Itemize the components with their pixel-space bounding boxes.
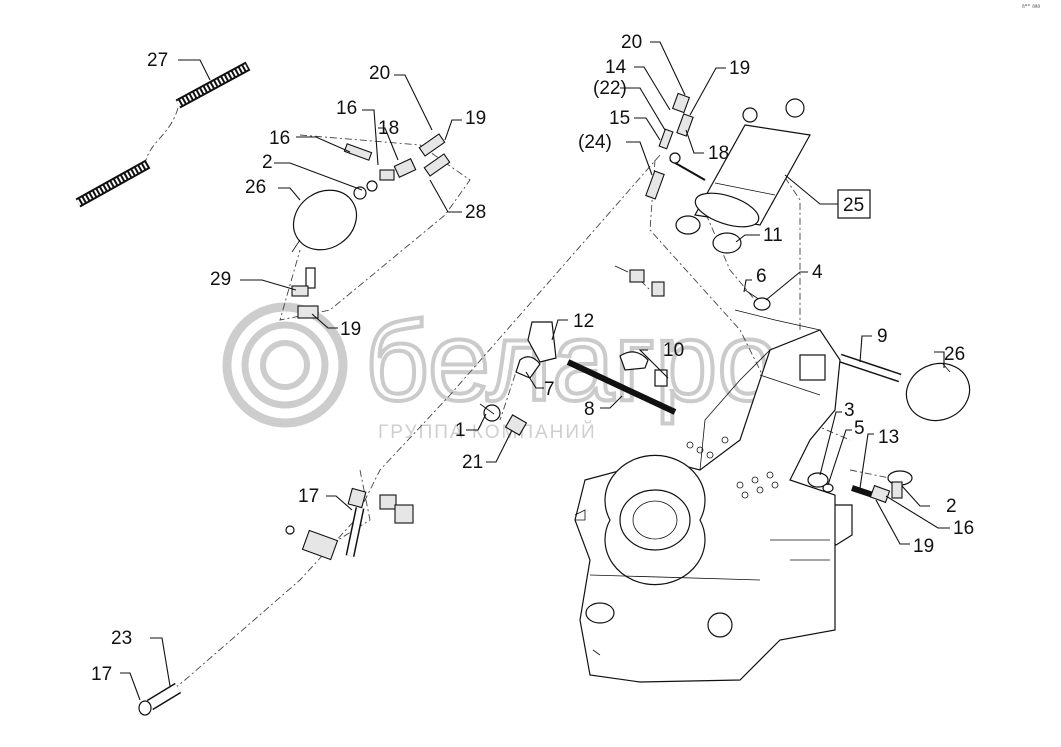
callout-25: 25 — [843, 195, 864, 216]
callout-2: 2 — [946, 496, 957, 517]
callout-20: 20 — [621, 32, 642, 53]
callout-16: 16 — [953, 518, 974, 539]
central-parts — [479, 265, 902, 436]
callout-8: 8 — [584, 399, 595, 420]
callout-15: 15 — [609, 108, 630, 129]
callout-17: 17 — [91, 664, 112, 685]
callout-18: 18 — [378, 118, 399, 139]
callout-29: 29 — [210, 269, 231, 290]
corner-mark: ᵃ°° ᵃᵃᵃ — [1022, 3, 1040, 11]
callout-19: 19 — [340, 319, 361, 340]
callout-11: 11 — [763, 225, 783, 246]
callout-26: 26 — [944, 344, 965, 365]
hitch-housing — [574, 309, 841, 683]
callout-25-box — [837, 189, 871, 219]
callout-17: 17 — [298, 486, 319, 507]
lower-left-parts — [138, 487, 414, 716]
callout-26: 26 — [245, 177, 266, 198]
housing-holes — [686, 436, 779, 499]
callout-1: 1 — [455, 420, 466, 441]
callout-20: 20 — [369, 63, 390, 84]
callout-19: 19 — [729, 58, 750, 79]
callout-27: 27 — [147, 50, 168, 71]
callout-24: (24) — [578, 132, 612, 153]
watermark: белагро ГРУППА КОМПАНИЙ — [222, 297, 782, 443]
callout-9: 9 — [877, 326, 888, 347]
callout-labels: 27 16 20 18 19 16 2 26 28 29 19 20 14 (2… — [91, 32, 974, 685]
threaded-rod-27 — [75, 61, 251, 208]
callout-3: 3 — [844, 400, 855, 421]
callout-19: 19 — [465, 108, 486, 129]
callout-6: 6 — [756, 266, 767, 287]
leader-lines — [120, 41, 950, 701]
callout-22: (22) — [593, 78, 627, 99]
callout-23: 23 — [111, 628, 132, 649]
callout-16: 16 — [269, 128, 290, 149]
callout-21: 21 — [462, 452, 483, 473]
callout-16: 16 — [336, 98, 357, 119]
callout-14: 14 — [605, 57, 627, 78]
callout-7: 7 — [544, 379, 555, 400]
callout-5: 5 — [854, 418, 865, 439]
callout-18: 18 — [708, 143, 729, 164]
callout-19: 19 — [913, 536, 934, 557]
hydraulic-cylinder-25 — [645, 92, 811, 254]
callout-12: 12 — [573, 311, 594, 332]
callout-28: 28 — [465, 202, 486, 223]
callout-4: 4 — [812, 262, 823, 283]
callout-13: 13 — [878, 427, 899, 448]
callout-2: 2 — [262, 152, 273, 173]
accumulator-26-left — [291, 133, 451, 319]
callout-10: 10 — [663, 340, 684, 361]
watermark-tagline: ГРУППА КОМПАНИЙ — [378, 421, 597, 443]
watermark-logo-icon — [222, 302, 348, 428]
